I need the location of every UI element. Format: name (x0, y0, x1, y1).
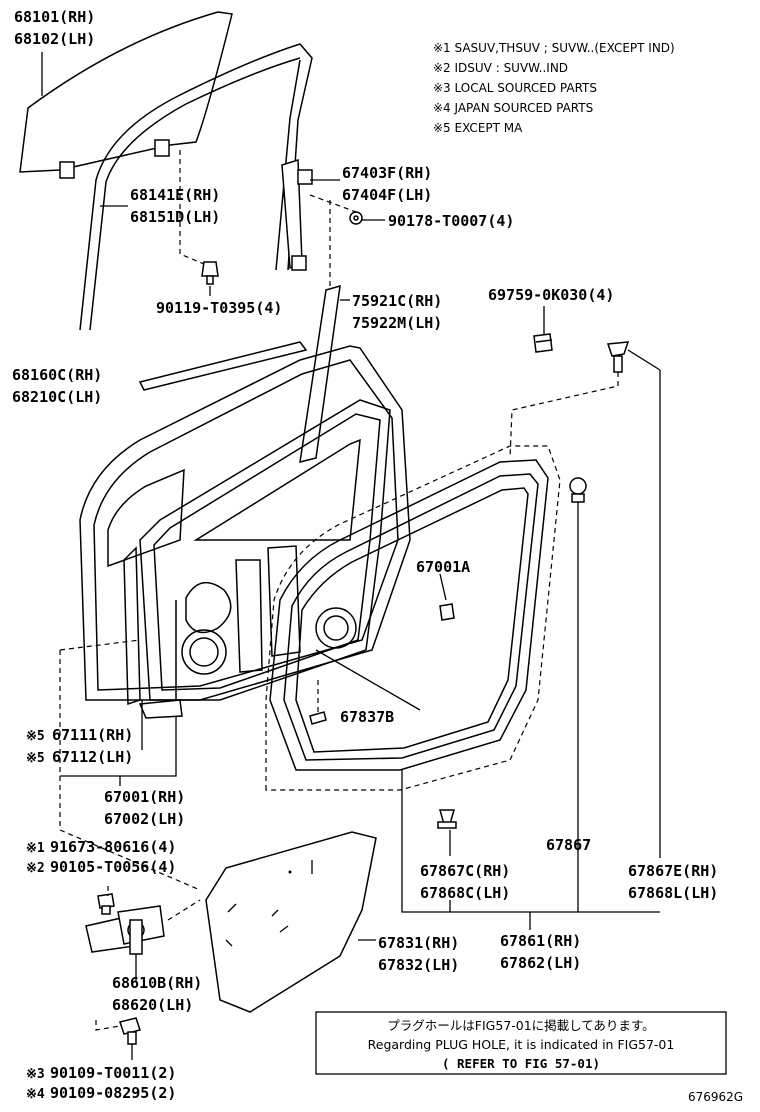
label-90105[interactable]: 90105-T0056(4) (50, 858, 176, 876)
label-67403f[interactable]: 67403F(RH) (342, 164, 432, 182)
label-90119[interactable]: 90119-T0395(4) (156, 299, 282, 317)
division-bar[interactable] (281, 158, 313, 271)
label-67868c[interactable]: 67868C(LH) (420, 884, 510, 902)
door-shell-outer[interactable] (79, 345, 411, 701)
mark-67112: ※5 (26, 751, 45, 766)
label-67867c[interactable]: 67867C(RH) (420, 862, 510, 880)
dash-90178 (309, 194, 357, 213)
label-90109-0[interactable]: 90109-08295(2) (50, 1084, 176, 1102)
label-75921c[interactable]: 75921C(RH) (352, 292, 442, 310)
label-67112[interactable]: 67112(LH) (52, 748, 133, 766)
dash-clip-upper (509, 372, 619, 459)
info-line-1: プラグホールはFIG57-01に掲載してあります。 (387, 1018, 654, 1033)
pad-67837b[interactable] (309, 711, 327, 725)
label-69759[interactable]: 69759-0K030(4) (488, 286, 614, 304)
label-68160c[interactable]: 68160C(RH) (12, 366, 102, 384)
bolt-90119[interactable] (201, 261, 219, 285)
dash-weatherstrip (265, 445, 561, 791)
mark-90109t: ※3 (26, 1067, 45, 1082)
leader-67001a (439, 573, 447, 601)
bolt-90178[interactable] (349, 211, 363, 225)
mark-90109-0: ※4 (26, 1087, 45, 1102)
label-67862[interactable]: 67862(LH) (500, 954, 581, 972)
clip-upper-right[interactable] (606, 341, 630, 373)
plug-hole-info-box: プラグホールはFIG57-01に掲載してあります。 Regarding PLUG… (315, 1011, 727, 1075)
figure-id: 676962G (688, 1090, 743, 1104)
door-hinge[interactable] (85, 905, 165, 955)
label-68610b[interactable]: 68610B(RH) (112, 974, 202, 992)
note-1: ※1 SASUV,THSUV ; SUVW..(EXCEPT IND) (433, 41, 675, 55)
label-67404f[interactable]: 67404F(LH) (342, 186, 432, 204)
leader-67837-area (315, 649, 421, 711)
bolt-90109[interactable] (119, 1017, 141, 1045)
label-67001[interactable]: 67001(RH) (104, 788, 185, 806)
note-3: ※3 LOCAL SOURCED PARTS (433, 81, 597, 95)
clip-67867[interactable] (569, 477, 587, 503)
belt-moulding[interactable] (138, 341, 308, 391)
label-90109t[interactable]: 90109-T0011(2) (50, 1064, 176, 1082)
info-line-3: ( REFER TO FIG 57-01) (442, 1056, 600, 1071)
mark-91673: ※1 (26, 841, 45, 856)
dash-90109 (95, 1020, 121, 1031)
label-67837b[interactable]: 67837B (340, 708, 394, 726)
dash-hinge (59, 650, 201, 891)
door-glass[interactable] (19, 11, 233, 179)
note-4: ※4 JAPAN SOURCED PARTS (433, 101, 593, 115)
label-67831[interactable]: 67831(RH) (378, 934, 459, 952)
door-shell-inner[interactable] (123, 399, 391, 719)
label-68210c[interactable]: 68210C(LH) (12, 388, 102, 406)
plug-67001a[interactable] (439, 603, 455, 621)
leader-clip-right (627, 349, 661, 371)
bolt-91673[interactable] (97, 893, 115, 915)
bracket-67861 (401, 770, 660, 913)
label-68151d[interactable]: 68151D(LH) (130, 208, 220, 226)
dash-hinge-upper (59, 639, 141, 651)
mark-90105: ※2 (26, 861, 45, 876)
clip-69759[interactable] (533, 333, 553, 353)
label-91673[interactable]: 91673-80616(4) (50, 838, 176, 856)
label-68101[interactable]: 68101(RH) (14, 8, 95, 26)
dash-90119 (179, 150, 205, 265)
label-67001a[interactable]: 67001A (416, 558, 470, 576)
label-68102[interactable]: 68102(LH) (14, 30, 95, 48)
door-weatherstrip[interactable] (269, 459, 549, 771)
mark-67111: ※5 (26, 729, 45, 744)
note-2: ※2 IDSUV : SUVW..IND (433, 61, 568, 75)
glass-run-channel[interactable] (79, 43, 313, 331)
label-90178[interactable]: 90178-T0007(4) (388, 212, 514, 230)
service-hole-cover[interactable] (205, 831, 377, 1013)
label-67861[interactable]: 67861(RH) (500, 932, 581, 950)
info-line-2: Regarding PLUG HOLE, it is indicated in … (368, 1037, 675, 1052)
label-68141e[interactable]: 68141E(RH) (130, 186, 220, 204)
label-67002[interactable]: 67002(LH) (104, 810, 185, 828)
pillar-garnish[interactable] (299, 284, 341, 464)
label-67868l[interactable]: 67868L(LH) (628, 884, 718, 902)
label-68620[interactable]: 68620(LH) (112, 996, 193, 1014)
label-75922m[interactable]: 75922M(LH) (352, 314, 442, 332)
part-labels: 68101(RH) 68102(LH) 68141E(RH) 68151D(LH… (12, 8, 718, 1102)
label-67867[interactable]: 67867 (546, 836, 591, 854)
notes-block: ※1 SASUV,THSUV ; SUVW..(EXCEPT IND) ※2 I… (433, 41, 675, 135)
bracket-67001 (60, 716, 177, 777)
note-5: ※5 EXCEPT MA (433, 121, 523, 135)
label-67832[interactable]: 67832(LH) (378, 956, 459, 974)
clip-67867c[interactable] (437, 809, 457, 829)
label-67867e[interactable]: 67867E(RH) (628, 862, 718, 880)
label-67111[interactable]: 67111(RH) (52, 726, 133, 744)
